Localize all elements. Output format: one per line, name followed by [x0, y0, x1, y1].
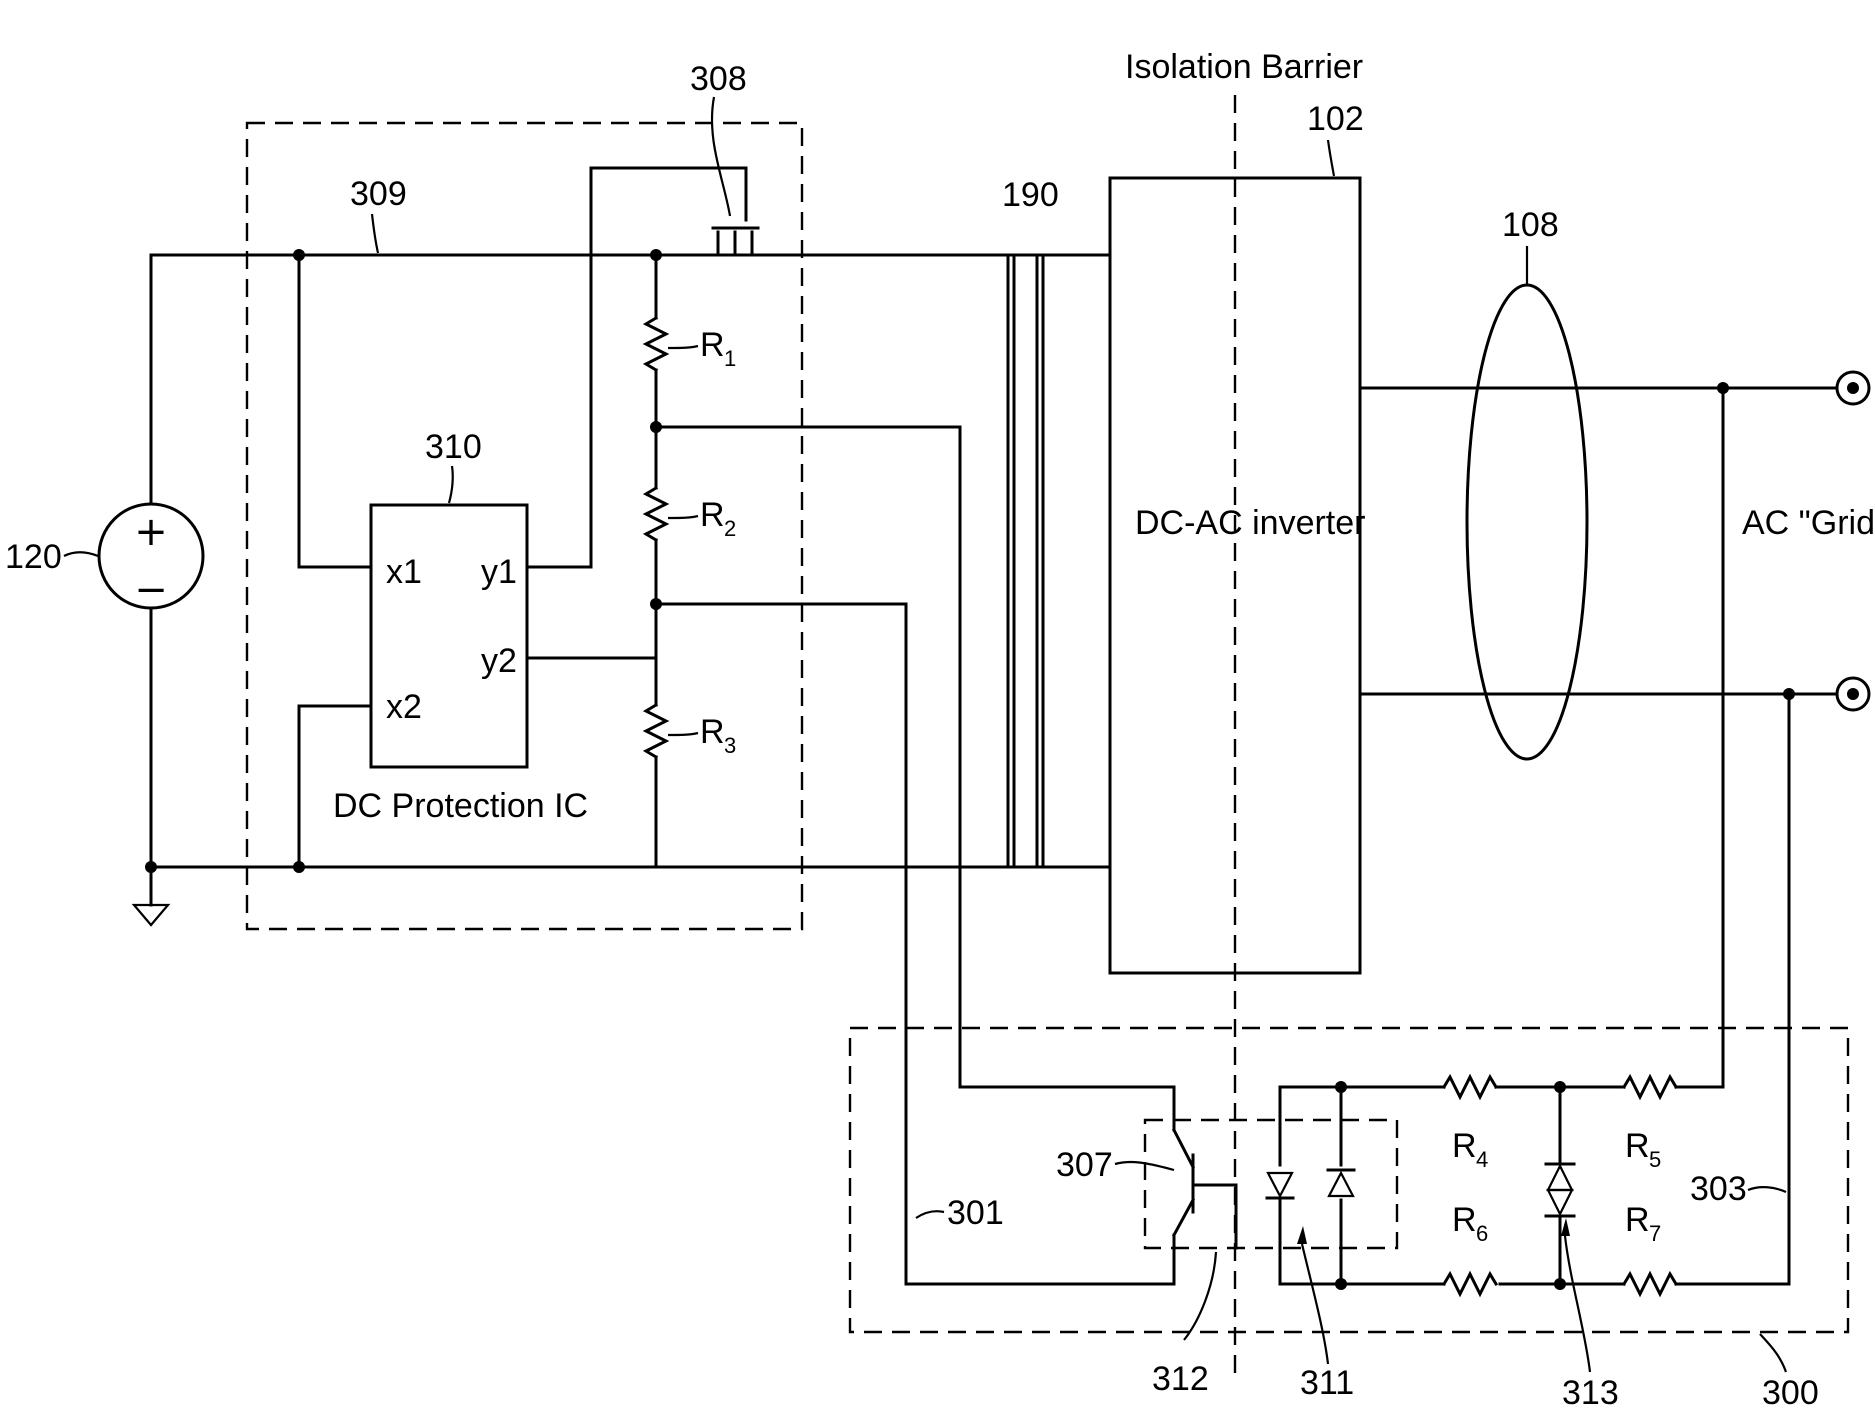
r6-index: 6 [1476, 1221, 1488, 1246]
bidirectional-diode-313 [1546, 1164, 1574, 1216]
ac-grid-label: AC "Grid" [1742, 504, 1875, 542]
phototransistor-307 [1174, 1115, 1236, 1250]
resistor-r6 [1444, 1274, 1496, 1294]
junction-dot [1335, 1081, 1347, 1093]
r4-letter: R [1452, 1127, 1477, 1165]
resistor-r1 [646, 318, 666, 370]
ref-301: 301 [947, 1194, 1004, 1232]
ref-108: 108 [1502, 206, 1559, 244]
ref-303: 303 [1690, 1170, 1747, 1208]
ref-307: 307 [1056, 1146, 1113, 1184]
junction-dot [1554, 1081, 1566, 1093]
leader-312 [1184, 1252, 1216, 1340]
r1-letter: R [700, 326, 725, 364]
ref-300: 300 [1762, 1374, 1819, 1412]
leader-309 [372, 214, 378, 253]
resistor-r5 [1624, 1077, 1676, 1097]
ic-pin-x1: x1 [386, 553, 422, 591]
leader-313 [1565, 1236, 1590, 1372]
grid-sense-wire-top [1676, 388, 1723, 1087]
r7-index: 7 [1649, 1221, 1661, 1246]
r6-letter: R [1452, 1201, 1477, 1239]
ref-310: 310 [425, 428, 482, 466]
dc-protection-ic-label: DC Protection IC [333, 787, 588, 825]
ref-120: 120 [5, 538, 62, 576]
ref-309: 309 [350, 175, 407, 213]
x1-wire [299, 255, 371, 567]
leader-102 [1328, 140, 1334, 176]
resistor-r3 [646, 705, 666, 757]
led-diode-right [1328, 1170, 1354, 1196]
ref-313: 313 [1562, 1374, 1619, 1412]
isolation-barrier-label: Isolation Barrier [1125, 48, 1363, 86]
led-diode-left [1267, 1173, 1293, 1198]
r7-letter: R [1625, 1201, 1650, 1239]
ic-pin-y2: y2 [481, 642, 517, 680]
leader-311 [1302, 1244, 1328, 1364]
r2-letter: R [700, 496, 725, 534]
leader-308 [712, 97, 730, 216]
dc-voltage-source: + − [99, 504, 203, 613]
source-plus-sign: + [134, 509, 168, 555]
leader-303 [1748, 1187, 1786, 1192]
ic-pin-x2: x2 [386, 688, 422, 726]
ref-190: 190 [1002, 176, 1059, 214]
mosfet-switch-308 [713, 228, 758, 255]
r3-letter: R [700, 713, 725, 751]
arrow-311 [1297, 1226, 1307, 1244]
ground-icon [134, 867, 168, 925]
r4-index: 4 [1476, 1147, 1488, 1172]
ref-311: 311 [1300, 1364, 1354, 1402]
r1-index: 1 [724, 346, 736, 371]
r5-index: 5 [1649, 1147, 1661, 1172]
r3-index: 3 [724, 733, 736, 758]
inverter-label: DC-AC inverter [1135, 504, 1365, 542]
optocoupler-enclosure [1145, 1120, 1397, 1248]
resistor-r7 [1624, 1274, 1676, 1294]
r2-index: 2 [724, 516, 736, 541]
junction-dot [1335, 1278, 1347, 1290]
resistor-r2 [646, 488, 666, 540]
resistor-r4 [1444, 1077, 1496, 1097]
dc-protection-ic [371, 505, 527, 767]
ic-pin-y1: y1 [481, 553, 517, 591]
junction-dot [1554, 1278, 1566, 1290]
leader-300 [1760, 1334, 1786, 1372]
ref-312: 312 [1152, 1360, 1209, 1398]
leader-310 [449, 466, 453, 503]
source-minus-sign: − [134, 567, 168, 613]
leader-301 [916, 1211, 944, 1218]
leader-120 [64, 552, 98, 556]
negative-rail-wire [151, 608, 1110, 867]
positive-rail-wire [151, 255, 1110, 504]
r5-letter: R [1625, 1127, 1650, 1165]
line-bundle-108 [1467, 285, 1587, 759]
arrow-313 [1561, 1218, 1570, 1236]
ref-308: 308 [690, 60, 747, 98]
ref-102: 102 [1307, 100, 1364, 138]
junction-dot [145, 861, 157, 873]
